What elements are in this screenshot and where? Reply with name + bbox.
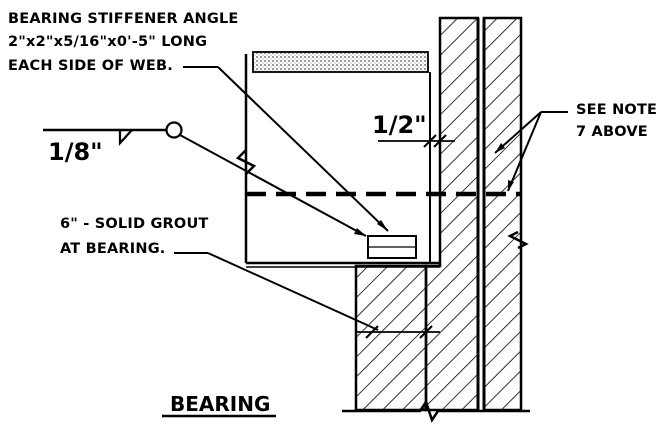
see-note-leader: [494, 111, 568, 192]
stiffener-callout-line-1: BEARING STIFFENER ANGLE: [8, 11, 239, 27]
stiffener-leader: [183, 66, 389, 232]
half-inch-dimension: [355, 134, 455, 339]
masonry-wall: [424, 16, 523, 412]
grout-callout-line-1: 6" - SOLID GROUT: [60, 216, 209, 232]
stiffener-callout-line-3: EACH SIDE OF WEB.: [8, 58, 173, 74]
bottom-break-line: [342, 399, 530, 423]
stiffener-angle: [367, 235, 417, 259]
weld-size-label: 1/8": [48, 138, 103, 166]
steel-beam: [235, 51, 440, 268]
masonry-pier: [354, 264, 428, 412]
detail-title: BEARING: [170, 392, 270, 416]
half-inch-dimension-label: 1/2": [372, 111, 427, 139]
grout-callout-line-2: AT BEARING.: [60, 241, 166, 257]
stiffener-callout-line-2: 2"x2"x5/16"x0'-5" LONG: [8, 34, 207, 50]
see-note-line-1: SEE NOTE: [576, 102, 657, 118]
see-note-line-2: 7 ABOVE: [576, 124, 648, 140]
wall-break-marks: [507, 230, 529, 250]
grout-leader: [174, 252, 379, 331]
weld-symbol: [43, 121, 367, 237]
